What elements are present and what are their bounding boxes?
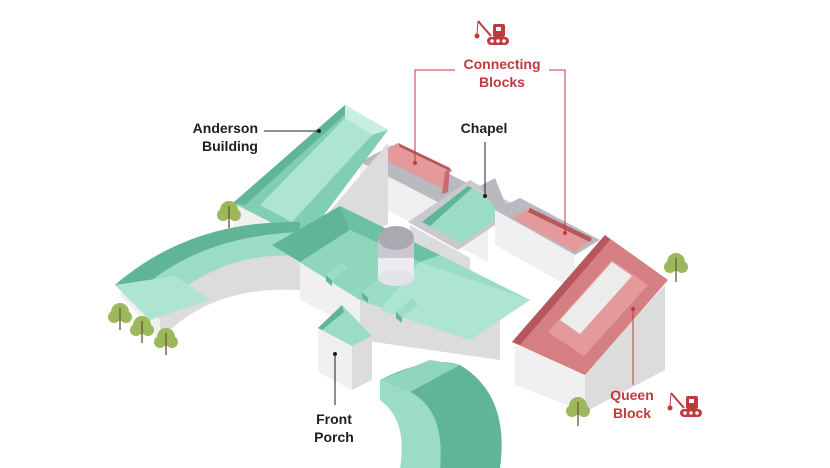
connecting-blocks-label: Connecting Blocks [452,55,552,91]
tree [130,316,154,343]
label-line: Building [202,138,258,154]
label-line: Block [612,405,652,421]
trees [108,201,688,426]
connecting-block-right [495,198,600,290]
chapel-label: Chapel [452,119,516,137]
label-line: Porch [314,429,354,445]
connecting-leader [414,69,455,162]
queen-block-label: Queen Block [604,386,660,422]
label-line: Blocks [479,74,525,90]
rotunda [378,226,414,286]
dormers [326,262,418,323]
leader-lines [264,69,635,405]
tree [108,303,132,330]
queen-block [512,235,668,412]
tree [664,253,688,282]
label-line: Anderson [192,120,258,136]
label-line: Queen [610,387,654,403]
tree [566,397,590,426]
front-porch-label: Front Porch [304,410,364,446]
tree [154,328,178,355]
crane-icon [474,20,509,45]
label-line: Front [316,411,352,427]
crane-icon [667,392,702,417]
label-line: Chapel [460,120,508,136]
anderson-building-label: Anderson Building [178,119,258,155]
label-line: Connecting [463,56,541,72]
tree [217,201,241,228]
